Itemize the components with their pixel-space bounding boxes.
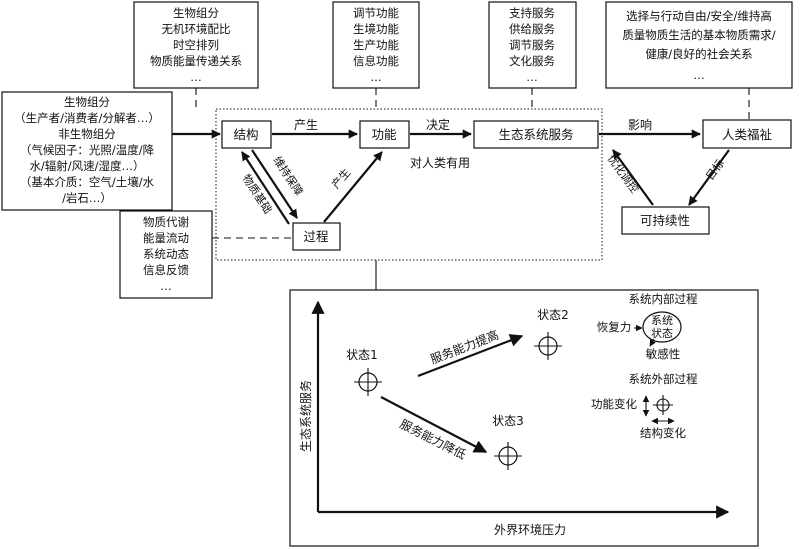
arrow-process-to-function <box>323 151 383 223</box>
wellbeing-need-line: 选择与行动自由/安全/维持高 <box>626 9 772 23</box>
state2-icon <box>534 332 562 360</box>
wellbeing-need-line: 质量物质生活的基本物质需求/ <box>622 28 775 42</box>
process-type-line: 物质代谢 <box>143 215 189 229</box>
components-box <box>1 91 173 211</box>
service-type-line: 供给服务 <box>509 22 555 36</box>
sensitivity-label: 敏感性 <box>646 347 681 361</box>
component-line: （生产者/消费者/分解者…） <box>14 111 160 125</box>
component-line: /岩石…） <box>62 191 112 205</box>
arrow-process-to-structure <box>241 151 290 225</box>
services-box <box>488 1 577 89</box>
sensitivity-arrow <box>649 338 656 347</box>
y-axis-label: 生态系统服务 <box>298 380 313 452</box>
state3-label: 状态3 <box>492 414 524 428</box>
label-maintain: 维持保障 <box>271 154 307 199</box>
label-produce: 产生 <box>294 118 318 132</box>
structure-factor-line: 无机环境配比 <box>162 22 231 36</box>
state2-label: 状态2 <box>537 308 569 322</box>
arrow-structure-to-process <box>251 149 298 219</box>
structure-factor-line: … <box>190 70 202 84</box>
component-line: 水/辐射/风速/湿度…） <box>29 159 144 173</box>
structure-node <box>221 120 272 149</box>
process-type-line: … <box>160 279 172 293</box>
label-useful-to-humans: 对人类有用 <box>410 156 470 170</box>
processes-box <box>119 210 213 299</box>
service-type-line: 文化服务 <box>509 54 555 68</box>
service-type-line: 调节服务 <box>509 38 555 52</box>
label-decide: 决定 <box>426 117 450 132</box>
arrow-wellbeing-to-sustainability <box>688 149 730 206</box>
service-node-label: 生态系统服务 <box>498 127 573 142</box>
structure-factor-line: 时空排列 <box>173 38 219 52</box>
x-axis-label: 外界环境压力 <box>494 522 566 537</box>
system-state-label: 系统 <box>651 314 673 327</box>
service-type-line: … <box>526 70 538 84</box>
wellbeing-need-line: … <box>693 68 705 82</box>
system-boundary <box>215 108 603 261</box>
system-state-ellipse <box>642 311 682 343</box>
lower-panel <box>289 289 759 547</box>
wellbeing-needs-box <box>605 1 793 89</box>
structure-change-label: 结构变化 <box>640 426 686 440</box>
structure-factor-line: 生物组分 <box>173 6 219 20</box>
arrow-service-decrease <box>380 396 488 453</box>
label-influence: 影响 <box>628 117 652 132</box>
system-state-label: 状态 <box>651 326 673 340</box>
resilience-label: 恢复力 <box>597 320 632 334</box>
arrow-sustainability-to-service <box>612 149 654 206</box>
service-node <box>473 120 599 149</box>
structure-node-label: 结构 <box>233 127 258 142</box>
wellbeing-need-line: 健康/良好的社会关系 <box>645 47 752 61</box>
process-type-line: 能量流动 <box>143 231 189 245</box>
service-type-line: 支持服务 <box>509 6 555 20</box>
wellbeing-node-label: 人类福祉 <box>722 127 773 142</box>
function-change-label: 功能变化 <box>591 397 637 411</box>
function-type-line: 生境功能 <box>353 22 399 36</box>
label-produce-diagonal: 产生 <box>329 166 354 192</box>
function-type-line: … <box>370 70 382 84</box>
function-node <box>359 120 410 149</box>
process-type-line: 信息反馈 <box>143 263 189 277</box>
internal-process-title: 系统内部过程 <box>629 292 698 306</box>
external-process-title: 系统外部过程 <box>629 372 698 386</box>
structure-factor-line: 物质能量传递关系 <box>150 54 242 68</box>
arrow-service-increase <box>417 334 524 378</box>
state1-label: 状态1 <box>346 348 378 362</box>
sustainability-node-label: 可持续性 <box>640 213 690 228</box>
component-line: 非生物组分 <box>58 127 116 141</box>
component-line: （基本介质：空气/土壤/水 <box>20 175 155 189</box>
function-node-label: 功能 <box>371 127 397 142</box>
state3-icon <box>494 442 522 470</box>
state1-icon <box>354 368 382 396</box>
sustainability-node <box>621 206 710 235</box>
function-type-line: 信息功能 <box>353 54 399 68</box>
process-type-line: 系统动态 <box>143 247 189 261</box>
label-optimize: 优化调控 <box>605 152 642 196</box>
process-node <box>292 222 341 251</box>
process-node-label: 过程 <box>303 229 329 244</box>
external-state-icon <box>653 395 673 415</box>
component-line: （气候因子：光照/温度/降 <box>20 143 155 157</box>
functions-box <box>332 1 420 89</box>
component-line: 生物组分 <box>64 95 110 109</box>
structure-factors-box <box>133 1 259 89</box>
function-type-line: 生产功能 <box>353 38 399 52</box>
function-type-line: 调节功能 <box>353 6 399 20</box>
wellbeing-node <box>702 119 792 149</box>
label-goal: 目标 <box>703 157 727 183</box>
